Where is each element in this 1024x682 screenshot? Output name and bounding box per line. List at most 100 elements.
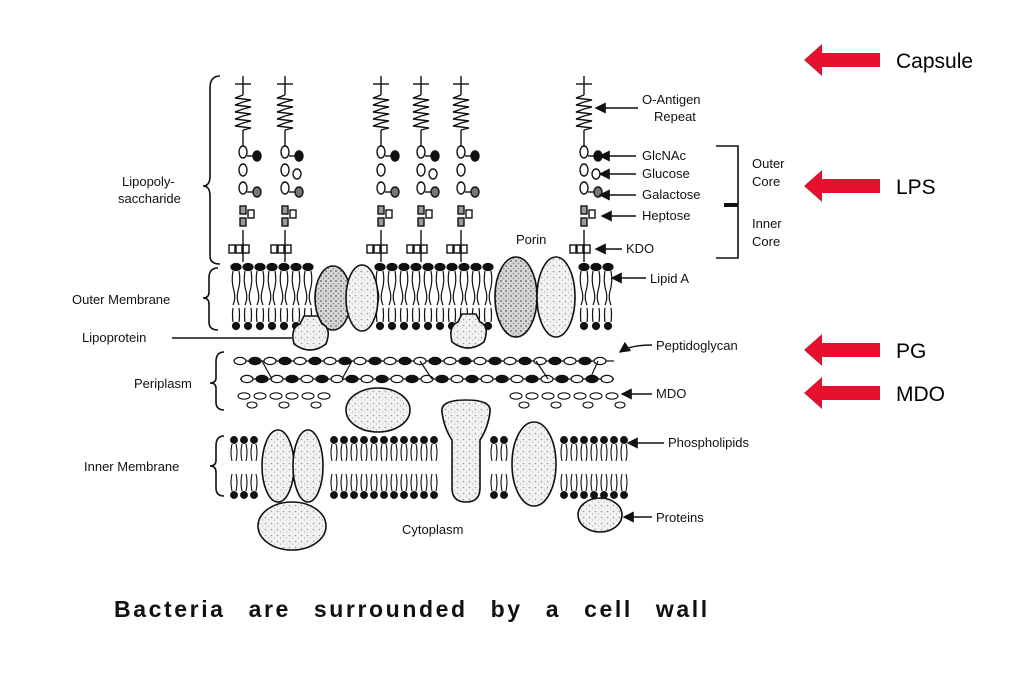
- lipopolysaccharide-label-2: saccharide: [118, 191, 181, 206]
- lps-chain: [228, 76, 262, 262]
- porin-protein: [536, 256, 576, 338]
- mdo-side-label: MDO: [896, 383, 945, 406]
- phospholipid: [600, 436, 608, 499]
- peptidoglycan-strand: [233, 356, 614, 366]
- lipoprotein-label: Lipoprotein: [82, 330, 146, 345]
- phospholipid: [560, 436, 568, 499]
- porin-label: Porin: [516, 232, 546, 247]
- red-arrow-icon: [804, 377, 880, 409]
- phospholipid: [340, 436, 348, 499]
- phospholipid: [330, 436, 338, 499]
- lps-chain: [406, 76, 440, 262]
- phospholipid: [400, 436, 408, 499]
- membrane-protein: [441, 399, 491, 503]
- inner-membrane-label: Inner Membrane: [84, 459, 179, 474]
- porin-protein: [494, 256, 538, 338]
- peptide-crosslink: [535, 360, 549, 380]
- outer-membrane-lipid: [482, 262, 494, 331]
- lps-side-label: LPS: [896, 176, 936, 199]
- inner-membrane-proteins: [257, 399, 623, 551]
- left-braces: [202, 75, 225, 497]
- capsule-label: Capsule: [896, 50, 973, 73]
- lipid-a-label: Lipid A: [650, 271, 689, 286]
- phospholipid: [250, 436, 258, 499]
- peptidoglycan-layer: [233, 356, 614, 384]
- peptide-crosslink: [261, 360, 273, 380]
- phospholipid: [240, 436, 248, 499]
- outer-membrane-lipid: [290, 262, 302, 331]
- mdo-cluster: [237, 392, 331, 409]
- phospholipid: [500, 436, 508, 499]
- kdo-label: KDO: [626, 241, 654, 256]
- outer-membrane-lipids: [230, 262, 614, 331]
- phospholipid: [380, 436, 388, 499]
- mdo-label: MDO: [656, 386, 686, 401]
- peptide-crosslink: [589, 360, 599, 380]
- outer-membrane-lipid: [278, 262, 290, 331]
- cytoplasmic-protein: [577, 497, 623, 533]
- outer-membrane-lipid: [446, 262, 458, 331]
- pg-arrow: PG: [804, 334, 926, 366]
- phospholipid: [230, 436, 238, 499]
- membrane-protein: [261, 429, 295, 503]
- core-bracket: [716, 145, 739, 259]
- cytoplasm-label: Cytoplasm: [402, 522, 463, 537]
- proteins-label: Proteins: [656, 510, 704, 525]
- lps-chain: [366, 76, 400, 262]
- o-antigen-label-1: O-Antigen: [642, 92, 701, 107]
- outer-membrane-lipid: [434, 262, 446, 331]
- phospholipid: [350, 436, 358, 499]
- membrane-protein: [292, 429, 324, 503]
- phospholipid: [610, 436, 618, 499]
- left-labels: Lipopoly- saccharide Outer Membrane Lipo…: [72, 174, 192, 474]
- outer-membrane-lipid: [602, 262, 614, 331]
- lipoproteins: [292, 313, 488, 351]
- outer-membrane-lipid: [398, 262, 410, 331]
- periplasmic-protein: [345, 387, 411, 433]
- outer-membrane-lipid: [410, 262, 422, 331]
- periplasm-brace: [209, 351, 225, 411]
- side-arrows: Capsule LPS PG MDO: [804, 44, 973, 409]
- lipopolysaccharide-label-1: Lipopoly-: [122, 174, 175, 189]
- lps-chains: [228, 76, 603, 262]
- phospholipid: [580, 436, 588, 499]
- outer-membrane-label: Outer Membrane: [72, 292, 170, 307]
- lps-arrow: LPS: [804, 170, 936, 202]
- glucose-label: Glucose: [642, 166, 690, 181]
- phospholipid: [390, 436, 398, 499]
- peptidoglycan-label: Peptidoglycan: [656, 338, 738, 353]
- mdo-clusters: [237, 392, 626, 409]
- outer-membrane-lipid: [386, 262, 398, 331]
- outer-membrane-brace: [202, 267, 219, 331]
- inner-membrane-brace: [209, 435, 225, 497]
- slide-caption: Bacteria are surrounded by a cell wall: [114, 596, 710, 622]
- inner-core-label-2: Core: [752, 234, 780, 249]
- phospholipid: [570, 436, 578, 499]
- peptide-crosslink: [419, 360, 433, 380]
- red-arrow-icon: [804, 170, 880, 202]
- outer-core-label-2: Core: [752, 174, 780, 189]
- lps-brace: [202, 75, 221, 265]
- periplasm-label: Periplasm: [134, 376, 192, 391]
- right-labels: O-Antigen Repeat GlcNAc Glucose Galactos…: [626, 92, 749, 525]
- phospholipid: [590, 436, 598, 499]
- inner-core-label-1: Inner: [752, 216, 782, 231]
- outer-membrane-lipid: [590, 262, 602, 331]
- porins: [314, 256, 576, 338]
- o-antigen-label-2: Repeat: [654, 109, 696, 124]
- core-labels: Outer Core Inner Core: [752, 156, 785, 249]
- galactose-label: Galactose: [642, 187, 701, 202]
- pg-side-label: PG: [896, 340, 926, 363]
- peptide-crosslink: [341, 360, 353, 380]
- lipoprotein-shape: [292, 315, 330, 351]
- outer-core-label-1: Outer: [752, 156, 785, 171]
- outer-membrane-lipid: [266, 262, 278, 331]
- periplasmic-proteins: [345, 387, 411, 433]
- outer-membrane-lipid: [242, 262, 254, 331]
- lps-chain: [569, 76, 603, 262]
- membrane-protein: [511, 421, 557, 507]
- mdo-arrow: MDO: [804, 377, 945, 409]
- lps-chain: [270, 76, 304, 262]
- phospholipid: [360, 436, 368, 499]
